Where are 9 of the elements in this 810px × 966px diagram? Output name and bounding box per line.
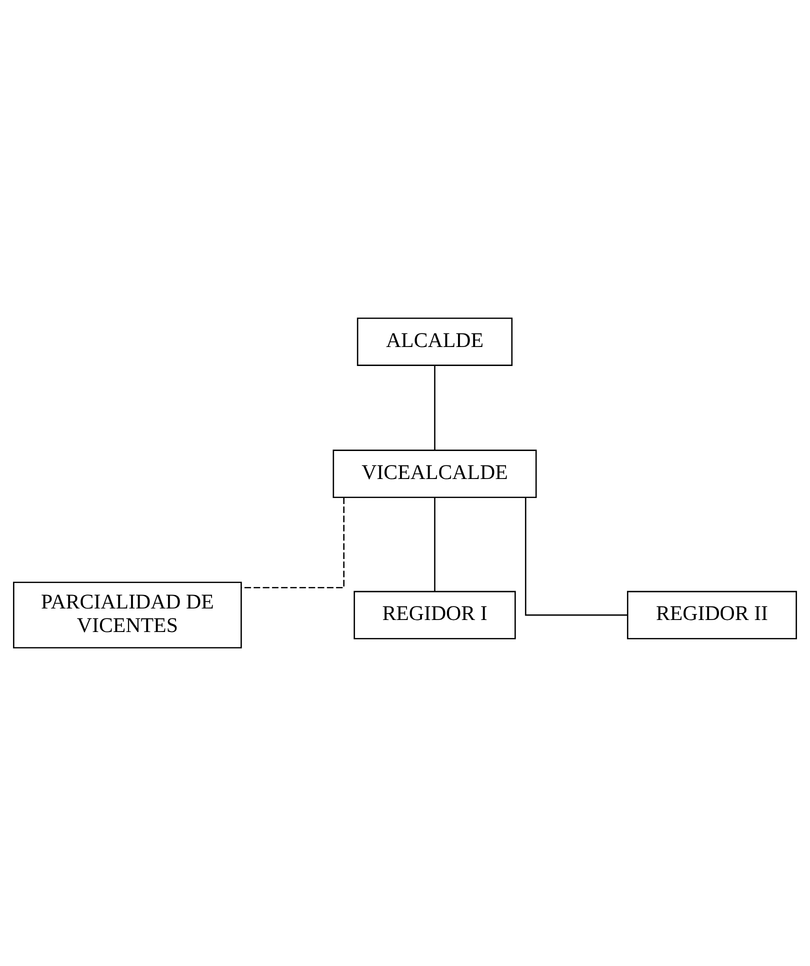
node-box: REGIDOR II [626, 590, 797, 640]
node-box: ALCALDE [356, 318, 513, 366]
node-box: VICEALCALDE [332, 450, 537, 498]
connector [241, 497, 345, 588]
connector [434, 365, 436, 450]
node-box: PARCIALIDAD DE VICENTES [13, 582, 242, 648]
connector [434, 498, 436, 592]
connector [524, 498, 628, 616]
node-box: REGIDOR I [354, 590, 516, 640]
